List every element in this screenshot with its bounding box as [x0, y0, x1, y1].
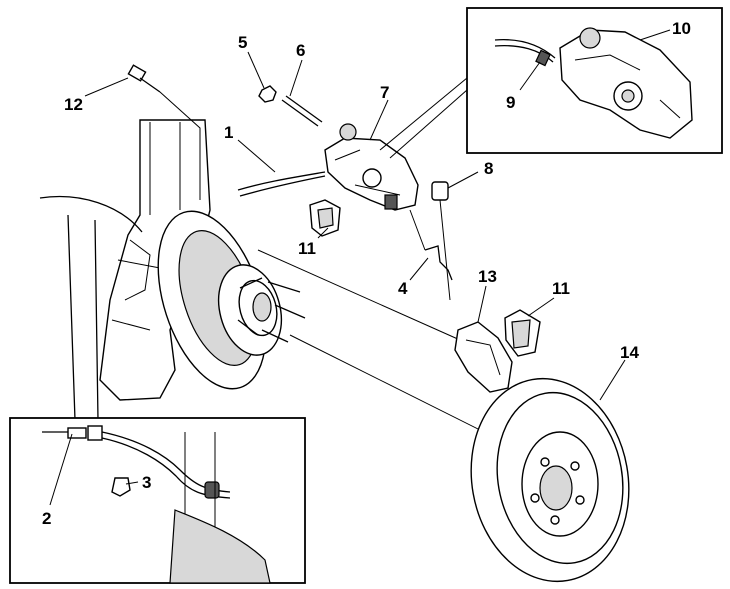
brake-pad-upper	[309, 199, 341, 237]
callout-5: 5	[238, 33, 247, 52]
callout-11a: 11	[298, 239, 316, 258]
wheel-hub	[217, 264, 306, 356]
callout-3: 3	[142, 473, 151, 492]
parking-brake-cable	[237, 171, 326, 191]
callout-6: 6	[296, 41, 305, 60]
callout-9: 9	[506, 93, 515, 112]
callout-10: 10	[672, 19, 691, 38]
caliper-assembly	[324, 123, 419, 211]
callout-12: 12	[64, 95, 83, 114]
callout-11b: 11	[552, 279, 570, 298]
callout-leaders	[49, 29, 671, 506]
callout-4: 4	[398, 279, 408, 298]
brake-rotor	[470, 377, 630, 583]
callout-7: 7	[380, 83, 389, 102]
callout-2: 2	[42, 509, 51, 528]
callout-1: 1	[224, 123, 233, 142]
spring-clip-4	[424, 245, 453, 281]
inset-caliper-detail	[466, 7, 723, 154]
caliper-bracket	[454, 321, 513, 393]
sleeve-8	[431, 181, 451, 301]
brake-hose-line	[39, 195, 143, 233]
assembly-axis-upper	[257, 249, 461, 341]
callout-13: 13	[478, 267, 497, 286]
inset-hose-detail	[9, 417, 306, 584]
callout-8: 8	[484, 159, 493, 178]
nut-5	[258, 85, 277, 103]
bolt-12	[127, 64, 161, 93]
bolt-6	[281, 95, 323, 127]
callout-14: 14	[620, 343, 639, 362]
brake-pad-lower	[504, 309, 541, 357]
